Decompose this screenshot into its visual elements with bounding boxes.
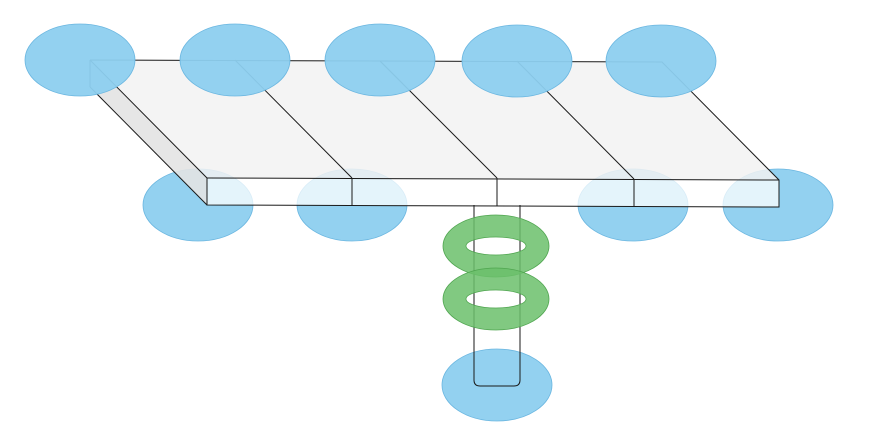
stem [473,205,521,387]
node-stem-base [441,348,553,422]
node-top-2 [179,23,291,97]
slab-front-face [207,178,779,207]
slab-left-face [90,60,207,205]
node-top-1 [24,23,136,97]
node-top-5 [605,24,717,98]
node-top-4 [461,24,573,98]
node-top-3 [324,23,436,97]
ring-lower [442,267,550,331]
ring-upper [442,214,550,278]
